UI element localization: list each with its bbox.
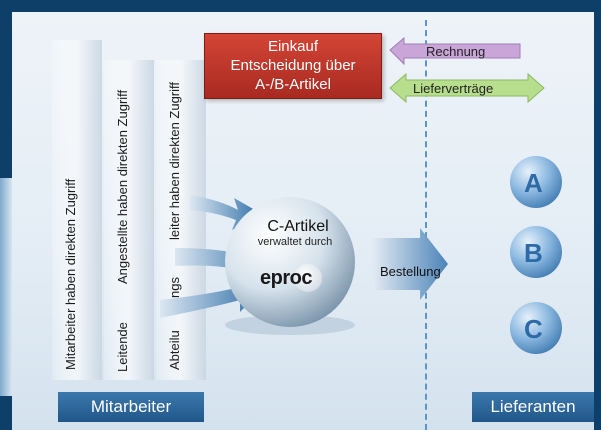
eproc-logo: eproc — [260, 264, 322, 292]
column-label-abteilungs-top: leiter haben direkten Zugriff — [167, 81, 182, 240]
einkauf-line2: Entscheidung über — [230, 57, 356, 74]
rechnung-label: Rechnung — [426, 44, 486, 59]
divider-line — [425, 20, 427, 430]
column-mitarbeiter — [52, 40, 102, 380]
column-label-leitende-bottom: Leitende — [115, 322, 130, 372]
c-artikel-title: C-Artikel — [267, 218, 329, 235]
rechnung-arrow — [389, 36, 521, 66]
left-accent-bar — [0, 178, 12, 396]
column-abteilungsleiter — [156, 60, 206, 380]
supplier-label-b: B — [524, 238, 543, 268]
einkauf-box: Einkauf Entscheidung über A-/B-Artikel — [204, 33, 382, 99]
bestellung-label: Bestellung — [380, 264, 441, 279]
lieferanten-footer: Lieferanten — [472, 392, 594, 422]
c-artikel-sphere — [225, 197, 355, 327]
eproc-logo-text: eproc — [260, 267, 312, 289]
column-label-leitende-top: Angestellte haben direkten Zugriff — [115, 89, 130, 284]
column-label-abteilungs-mid: ngs — [167, 277, 182, 298]
liefervertraege-arrow — [389, 72, 545, 104]
supplier-label-c: C — [524, 314, 543, 344]
c-artikel-subtitle: verwaltet durch — [257, 236, 333, 248]
supplier-ball-c — [510, 302, 562, 354]
einkauf-line3: A-/B-Artikel — [255, 76, 331, 93]
bestellung-arrow — [372, 228, 448, 300]
supplier-label-a: A — [524, 168, 543, 198]
column-label-mitarbeiter: Mitarbeiter haben direkten Zugriff — [63, 178, 78, 370]
supplier-ball-b — [510, 226, 562, 278]
mitarbeiter-footer: Mitarbeiter — [58, 392, 204, 422]
eproc-logo-ring — [294, 264, 322, 292]
einkauf-title: Einkauf — [267, 38, 319, 55]
mitarbeiter-footer-label: Mitarbeiter — [90, 397, 172, 416]
lieferanten-footer-label: Lieferanten — [490, 397, 576, 416]
liefervertraege-label: Lieferverträge — [413, 81, 494, 96]
supplier-ball-a — [510, 156, 562, 208]
column-label-abteilungs-bottom: Abteilu — [167, 330, 182, 370]
column-leitende — [104, 60, 154, 380]
